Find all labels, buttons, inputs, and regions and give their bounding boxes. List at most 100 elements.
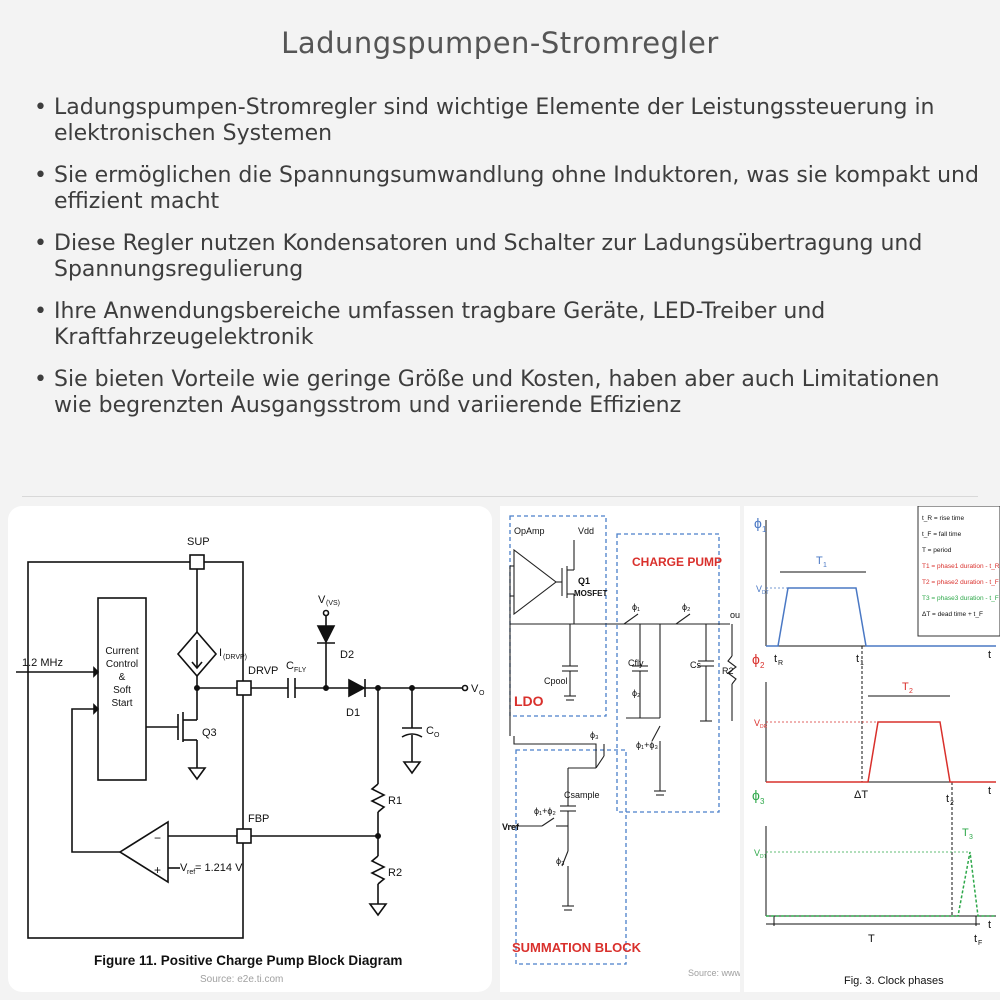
charge-pump-block-diagram: SUP V (VS) 1.2 MHz Current Control & Sof… — [8, 506, 492, 992]
label-vo: V — [471, 683, 479, 695]
mid-summation-title: SUMMATION BLOCK — [512, 940, 642, 955]
legend-item: t_F = fall time — [922, 531, 962, 538]
diode-d1 — [348, 678, 366, 698]
tr-sub: R — [778, 660, 783, 667]
phi3-axis-sub: 3 — [760, 797, 765, 806]
label-sup: SUP — [187, 536, 210, 548]
summation-block-border — [515, 749, 627, 965]
label-q3: Q3 — [202, 727, 217, 739]
current-control-block — [97, 597, 147, 781]
mid-phi13-label: ϕ₁+ϕ₃ — [636, 740, 658, 750]
charge-pump-border — [616, 533, 720, 813]
block-line-1: Current — [105, 646, 139, 657]
label-frequency: 1.2 MHz — [22, 657, 63, 669]
mid-phi3-lower: ϕ₃ — [556, 856, 565, 866]
bullet-text: Sie ermöglichen die Spannungsumwandlung … — [54, 163, 979, 214]
fbp-pin — [236, 828, 252, 844]
v2-level-sub: DR — [760, 724, 768, 730]
mid-charge-pump-title: CHARGE PUMP — [632, 555, 722, 569]
label-idrvp: I — [219, 647, 222, 659]
mid-diagram-svg: OpAmp Vdd Q1 MOSFET Cpool CHARGE PUMP ϕ₁… — [502, 515, 823, 978]
t2-duration-sub: 2 — [909, 688, 913, 695]
legend-item: ΔT = dead time + t_F — [922, 611, 983, 618]
label-co-sub: O — [434, 732, 440, 739]
label-r1: R1 — [388, 795, 402, 807]
comparator-minus: − — [154, 831, 161, 845]
label-fbp: FBP — [248, 813, 269, 825]
phi2-waveform — [766, 721, 996, 783]
mid-phi2-lower: ϕ₂ — [632, 688, 641, 698]
page-title: Ladungspumpen-Stromregler — [281, 26, 719, 60]
comparator — [118, 820, 169, 884]
bullet-list: • Ladungspumpen-Stromregler sind wichtige… — [30, 95, 980, 435]
v3-level: V — [754, 848, 760, 858]
bullet-item: • Ladungspumpen-Stromregler sind wichtige… — [30, 95, 980, 147]
legend-item: t_R = rise time — [922, 515, 964, 522]
mid-phi12-label: ϕ₁+ϕ₂ — [534, 806, 556, 816]
t2-sub: 2 — [950, 800, 954, 807]
mid-phi2-label: ϕ₂ — [682, 602, 691, 612]
bullet-item: • Sie ermöglichen die Spannungsumwandlung… — [30, 163, 980, 215]
phi1-axis-label: ϕ — [754, 515, 762, 531]
mid-cs-label: Cs — [690, 660, 701, 670]
v1-level: V — [756, 584, 762, 594]
mid-opamp-label: OpAmp — [514, 526, 545, 536]
v3-level-sub: DT — [760, 854, 767, 860]
label-vref: V — [180, 862, 188, 874]
bullet-dot: • — [34, 299, 47, 324]
t1-label: t — [856, 653, 859, 665]
bullet-dot: • — [34, 367, 47, 392]
label-vref-value: = 1.214 V — [195, 862, 243, 874]
label-co: C — [426, 725, 434, 737]
bullet-text: Ihre Anwendungsbereiche umfassen tragbar… — [54, 299, 826, 350]
legend-item: T = period — [922, 547, 952, 554]
t1-sub: 1 — [860, 660, 864, 667]
mid-vdd-label: Vdd — [578, 526, 594, 536]
phi1-axis-sub: 1 — [762, 525, 767, 534]
bullet-item: • Ihre Anwendungsbereiche umfassen tragba… — [30, 299, 980, 351]
label-idrvp-sub: (DRVP) — [223, 654, 247, 661]
co-ground — [402, 761, 422, 775]
v1-level-sub: DT — [762, 590, 769, 596]
t1-duration-label: T — [816, 555, 823, 567]
mid-cfly-label: Cfly — [628, 658, 644, 668]
block-line-3: & — [119, 672, 126, 683]
bullet-dot: • — [34, 95, 47, 120]
opamp-symbol — [513, 548, 557, 616]
timing-legend — [917, 505, 1000, 637]
bullet-text: Sie bieten Vorteile wie geringe Größe un… — [54, 367, 940, 418]
v2-level: V — [754, 718, 760, 728]
delta-t-label: ΔT — [854, 789, 868, 801]
mid-q1-label: Q1 — [578, 576, 590, 586]
label-vo-sub: O — [479, 690, 485, 697]
bullet-text: Diese Regler nutzen Kondensatoren und Sc… — [54, 231, 923, 282]
phi2-axis-sub: 2 — [760, 661, 765, 670]
label-r2: R2 — [388, 867, 402, 879]
label-cfly-sub: FLY — [294, 667, 307, 674]
bullet-dot: • — [34, 163, 47, 188]
mid-r2-label: R2 — [722, 666, 734, 676]
bullet-text: Ladungspumpen-Stromregler sind wichtige … — [54, 95, 935, 146]
clock-phases-diagram: t_R = rise time t_F = fall time T = peri… — [744, 505, 1000, 992]
legend-item: T3 = phase3 duration - t_F — [922, 595, 999, 602]
time-axis-label-1: t — [988, 649, 991, 661]
mid-phi3-label: ϕ₃ — [590, 730, 599, 740]
t3-duration-label: T — [962, 827, 969, 839]
time-axis-label-2: t — [988, 785, 991, 797]
mid-ldo-title: LDO — [514, 693, 544, 709]
tf-label: t — [974, 933, 977, 945]
diode-d2 — [316, 625, 336, 644]
drvp-pin — [236, 680, 252, 696]
bullet-dot: • — [34, 231, 47, 256]
bullet-item: • Sie bieten Vorteile wie geringe Größe u… — [30, 367, 980, 419]
mid-vref-label: Vref — [502, 822, 520, 832]
left-source: Source: e2e.ti.com — [200, 974, 283, 985]
time-axis-label-3: t — [988, 919, 991, 931]
phi2-axis-label: ϕ — [752, 651, 760, 667]
t3-duration-sub: 3 — [969, 834, 973, 841]
bullet-item: • Diese Regler nutzen Kondensatoren und S… — [30, 231, 980, 283]
block-line-5: Start — [111, 698, 132, 709]
label-vref-sub: ref — [187, 869, 195, 876]
label-vvs-sub: (VS) — [326, 600, 340, 607]
resistor-r2 — [370, 855, 386, 885]
